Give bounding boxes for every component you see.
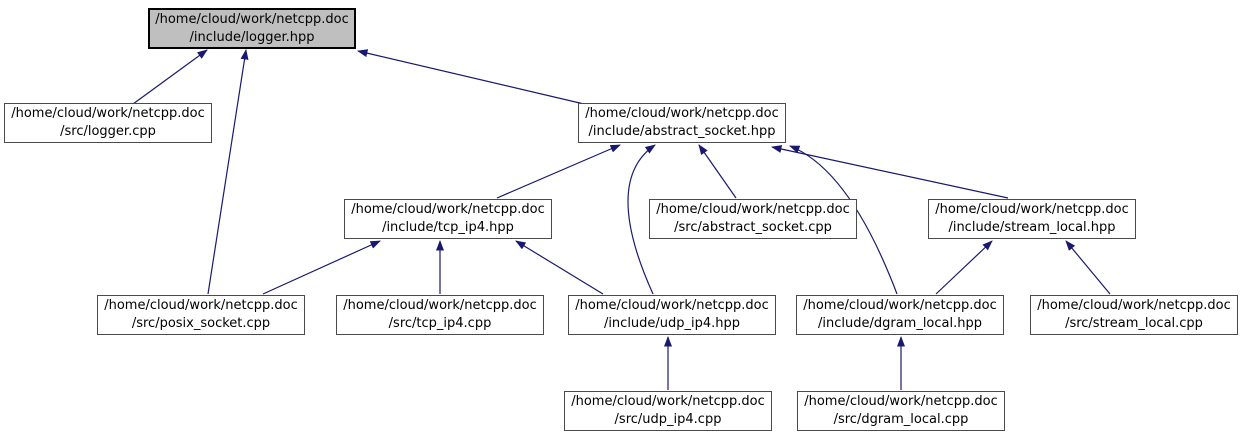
node-label-line2: /src/posix_socket.cpp [131, 316, 271, 331]
node-label-line1: /home/cloud/work/netcpp.doc [155, 11, 349, 27]
graph-node-udp-ip4-cpp[interactable]: /home/cloud/work/netcpp.doc/src/udp_ip4.… [564, 391, 772, 431]
graph-node-abstract-socket-hpp[interactable]: /home/cloud/work/netcpp.doc/include/abst… [578, 103, 786, 143]
edge-logger-cpp-to-logger-hpp [132, 49, 208, 105]
graph-node-dgram-local-hpp[interactable]: /home/cloud/work/netcpp.doc/include/dgra… [796, 295, 1004, 335]
edge-abstract-socket-cpp-to-abstract-socket-hpp [698, 144, 737, 199]
graph-node-dgram-local-cpp[interactable]: /home/cloud/work/netcpp.doc/src/dgram_lo… [797, 391, 1005, 431]
edge-tcp-ip4-hpp-to-abstract-socket-hpp [496, 144, 621, 199]
edge-udp-ip4-hpp-to-tcp-ip4-hpp [515, 240, 604, 295]
graph-node-tcp-ip4-hpp[interactable]: /home/cloud/work/netcpp.doc/include/tcp_… [344, 199, 552, 239]
graph-node-logger-cpp[interactable]: /home/cloud/work/netcpp.doc/src/logger.c… [4, 103, 212, 143]
node-label-line2: /src/dgram_local.cpp [833, 412, 969, 427]
edge-group [132, 49, 1111, 390]
graph-node-logger-hpp[interactable]: /home/cloud/work/netcpp.doc/include/logg… [148, 8, 356, 49]
node-label-line1: /home/cloud/work/netcpp.doc [351, 202, 545, 217]
node-label-line1: /home/cloud/work/netcpp.doc [804, 394, 998, 409]
node-label-line2: /src/tcp_ip4.cpp [388, 316, 492, 331]
node-label-line2: /include/stream_local.hpp [948, 220, 1116, 235]
edge-abstract-socket-hpp-to-logger-hpp [357, 49, 585, 105]
edge-dgram-local-hpp-to-stream-local-hpp [935, 240, 993, 295]
node-label-line1: /home/cloud/work/netcpp.doc [585, 106, 779, 121]
node-label-line2: /include/udp_ip4.hpp [603, 316, 741, 331]
node-label-line2: /src/logger.cpp [60, 124, 156, 139]
graph-node-udp-ip4-hpp[interactable]: /home/cloud/work/netcpp.doc/include/udp_… [568, 295, 776, 335]
graph-node-posix-socket-cpp[interactable]: /home/cloud/work/netcpp.doc/src/posix_so… [97, 295, 305, 335]
edge-udp-ip4-hpp-to-abstract-socket-hpp [627, 144, 656, 295]
node-label-line1: /home/cloud/work/netcpp.doc [343, 298, 537, 313]
node-label-line1: /home/cloud/work/netcpp.doc [656, 202, 850, 217]
node-label-line1: /home/cloud/work/netcpp.doc [1037, 298, 1231, 313]
edge-dgram-local-hpp-to-abstract-socket-hpp [789, 145, 898, 295]
node-label-line2: /include/abstract_socket.hpp [588, 124, 776, 139]
node-label-line1: /home/cloud/work/netcpp.doc [935, 202, 1129, 217]
graph-node-tcp-ip4-cpp[interactable]: /home/cloud/work/netcpp.doc/src/tcp_ip4.… [336, 295, 544, 335]
node-label-line1: /home/cloud/work/netcpp.doc [571, 394, 765, 409]
graph-node-abstract-socket-cpp[interactable]: /home/cloud/work/netcpp.doc/src/abstract… [649, 199, 857, 239]
node-label-line1: /home/cloud/work/netcpp.doc [11, 106, 205, 121]
node-label-line2: /include/tcp_ip4.hpp [382, 220, 514, 235]
node-label-line2: /src/udp_ip4.cpp [614, 412, 722, 427]
node-label-line2: /src/abstract_socket.cpp [674, 220, 832, 235]
node-label-line1: /home/cloud/work/netcpp.doc [575, 298, 769, 313]
node-label-line2: /src/stream_local.cpp [1065, 316, 1203, 331]
graph-node-stream-local-cpp[interactable]: /home/cloud/work/netcpp.doc/src/stream_l… [1030, 295, 1238, 335]
node-label-line2: /include/logger.hpp [189, 29, 315, 45]
edge-stream-local-hpp-to-abstract-socket-hpp [771, 145, 1009, 199]
edge-stream-local-cpp-to-stream-local-hpp [1065, 240, 1111, 295]
edge-posix-socket-cpp-to-logger-hpp [207, 49, 249, 295]
node-label-line2: /include/dgram_local.hpp [817, 316, 982, 331]
node-label-line1: /home/cloud/work/netcpp.doc [803, 298, 997, 313]
edge-posix-socket-cpp-to-tcp-ip4-hpp [262, 240, 381, 295]
graph-node-stream-local-hpp[interactable]: /home/cloud/work/netcpp.doc/include/stre… [928, 199, 1136, 239]
node-label-line1: /home/cloud/work/netcpp.doc [104, 298, 298, 313]
